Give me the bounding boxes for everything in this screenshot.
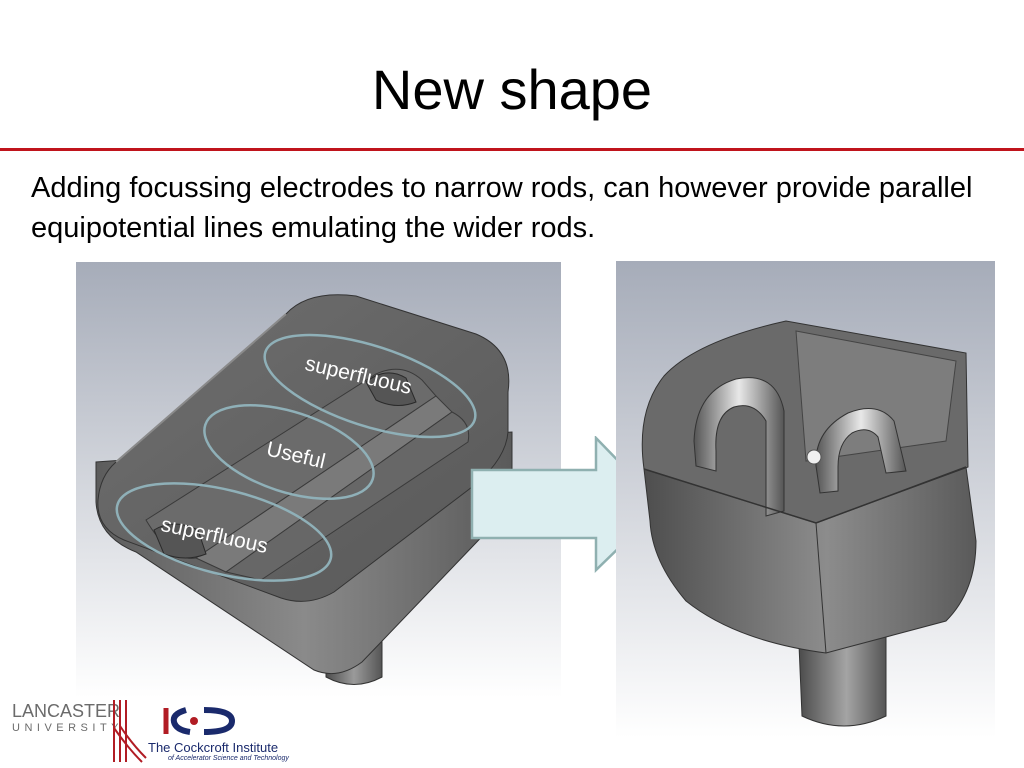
lancaster-logo: LANCASTER UNIVERSITY xyxy=(8,698,148,764)
superfluous-top-ellipse xyxy=(263,333,477,439)
superfluous-bottom-ellipse xyxy=(115,482,333,582)
lancaster-sub: UNIVERSITY xyxy=(12,722,124,734)
useful-ellipse xyxy=(203,403,375,501)
lancaster-name: LANCASTER xyxy=(12,701,121,721)
cockcroft-name: The Cockcroft Institute xyxy=(148,740,279,755)
body-text: Adding focussing electrodes to narrow ro… xyxy=(31,172,973,244)
right-model-image xyxy=(616,261,995,738)
cockcroft-sub: of Accelerator Science and Technology xyxy=(168,755,289,762)
left-model-image: superfluous Useful superfluous xyxy=(76,262,561,698)
title-divider xyxy=(0,148,1024,151)
cockcroft-emblem-icon xyxy=(163,707,236,735)
slide-title: New shape xyxy=(371,58,653,121)
lancaster-emblem-icon xyxy=(113,700,147,763)
cockcroft-logo: The Cockcroft Institute of Accelerator S… xyxy=(148,698,298,764)
